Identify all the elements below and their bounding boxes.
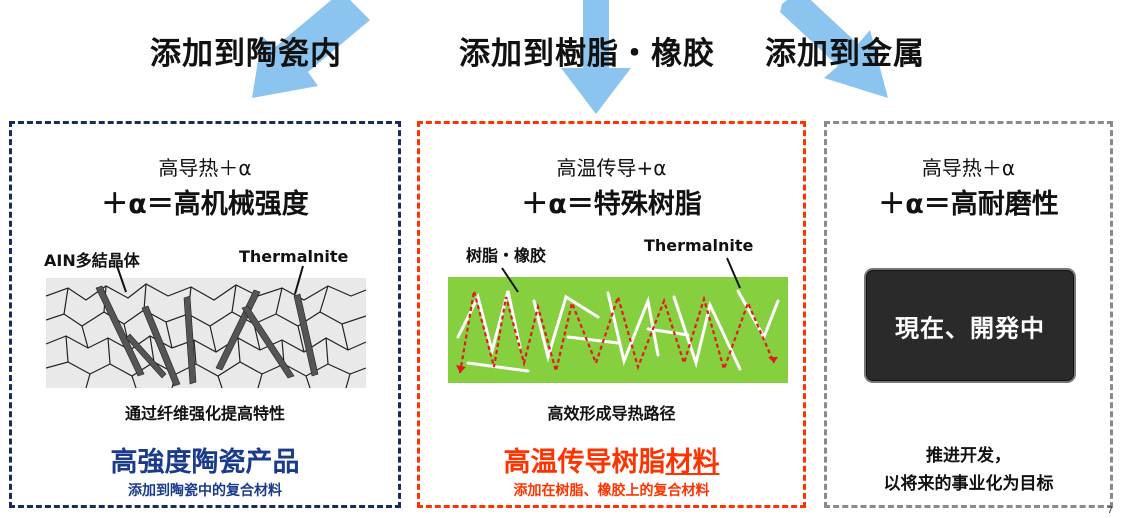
resin-product-title: 高温传导树脂材料 (420, 440, 803, 479)
panel-metal: 高导热＋α ＋α＝高耐磨性 現在、開発中 推进开发， 以将来的事业化为目标 (824, 121, 1113, 508)
ceramic-product-title: 高強度陶瓷产品 (110, 447, 300, 478)
heading-add-to-resin: 添加到樹脂・橡胶 (459, 36, 715, 72)
ceramic-label-thermalnite: Thermalnite (239, 247, 349, 266)
metal-line2: ＋α＝高耐磨性 (878, 189, 1059, 220)
metal-development-label: 現在、開発中 (895, 314, 1045, 342)
panel-ceramic: 高导热＋α ＋α＝高机械强度 AIN多結晶体 Thermalnite (9, 121, 401, 508)
ceramic-subtitle: 添加到陶瓷中的复合材料 (128, 483, 282, 499)
resin-line2: ＋α＝特殊树脂 (521, 189, 702, 220)
ceramic-leader-lines (116, 265, 304, 295)
ceramic-line2: ＋α＝高机械强度 (101, 189, 309, 220)
resin-composite-image (448, 277, 788, 383)
resin-product-title-main: 高温传导树脂 (503, 447, 666, 478)
arrow-metal-icon (780, 0, 888, 98)
resin-label-thermalnite: Thermalnite (644, 236, 754, 255)
panel-resin: 高温传导+α ＋α＝特殊树脂 树脂・橡胶 Thermalnite 高效 (417, 121, 806, 508)
resin-leader-lines (501, 257, 741, 293)
ceramic-microstructure-image (45, 278, 367, 389)
page-number: 7 (1107, 506, 1113, 516)
arrow-resin-icon (561, 0, 631, 114)
ceramic-caption: 通过纤维强化提高特性 (124, 404, 285, 423)
heading-add-to-metal: 添加到金属 (765, 36, 925, 72)
arrow-ceramic-icon (252, 0, 370, 98)
resin-label-resin-rubber: 树脂・橡胶 (466, 246, 547, 265)
metal-goal-text: 推进开发， 以将来的事业化为目标 (883, 446, 1054, 494)
resin-product-title-underlined: 材料 (665, 447, 720, 478)
resin-thermal-path-pattern (456, 289, 780, 374)
ceramic-line1: 高导热＋α (158, 156, 252, 180)
metal-development-box: 現在、開発中 (864, 268, 1076, 383)
resin-line1: 高温传导+α (556, 156, 667, 180)
resin-subtitle: 添加在树脂、橡胶上的复合材料 (513, 483, 710, 499)
ceramic-grain-pattern (45, 283, 367, 389)
metal-line1: 高导热＋α (921, 156, 1016, 180)
heading-add-to-ceramic: 添加到陶瓷内 (150, 36, 342, 72)
ceramic-label-aln: AIN多結晶体 (44, 251, 140, 270)
resin-caption: 高效形成导热路径 (547, 404, 676, 423)
